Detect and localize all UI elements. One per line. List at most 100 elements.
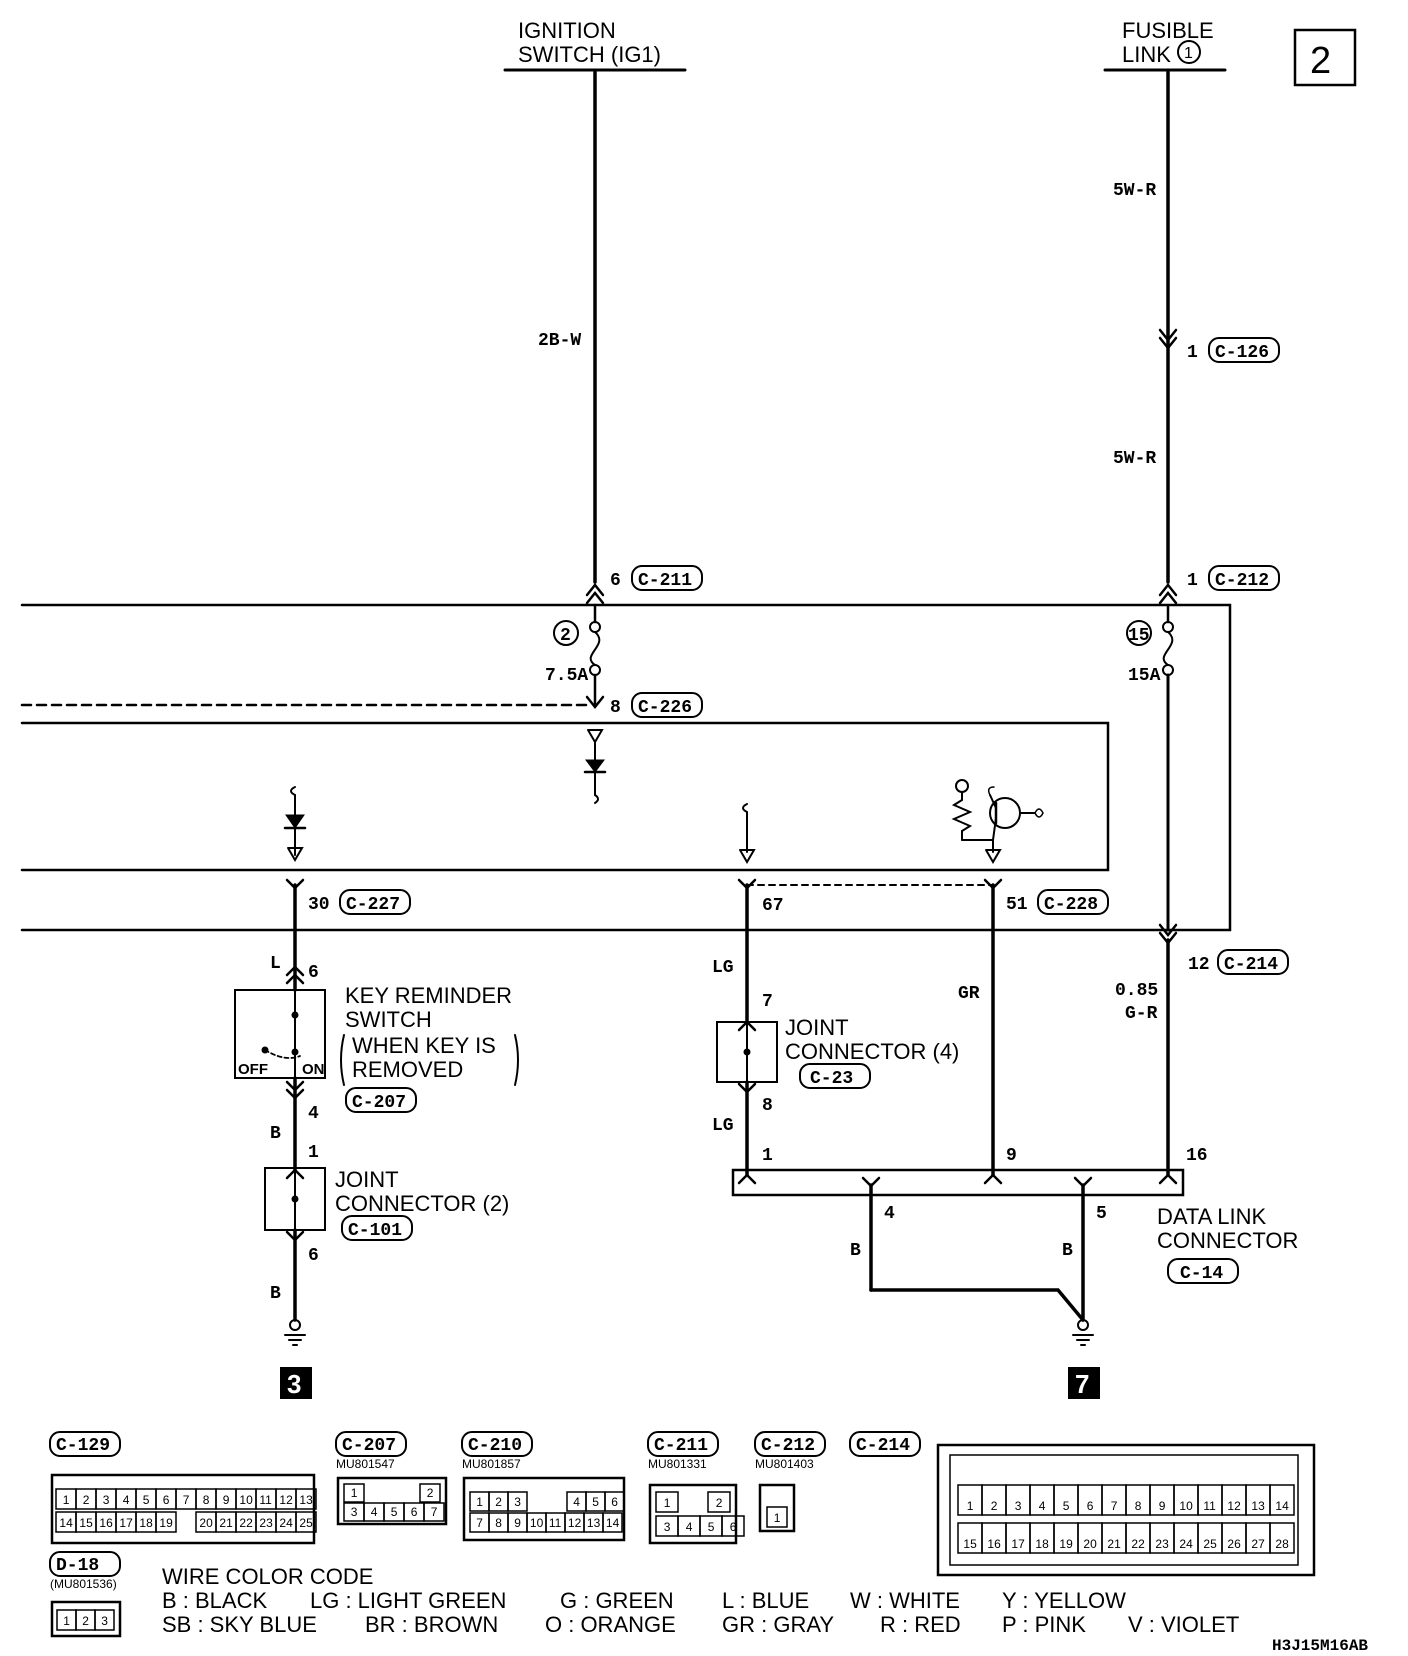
legend-part-number: MU801403 (755, 1457, 814, 1471)
pin-label: 6 (611, 1495, 618, 1509)
color-code-entry: SB : SKY BLUE (162, 1612, 317, 1637)
connector-ref-c212: C-212 (1215, 571, 1269, 591)
connector-ref-c211: C-211 (638, 571, 692, 591)
pin-label: 16 (1186, 1146, 1208, 1166)
fusible-label-2: LINK (1122, 42, 1171, 67)
wire-label-g-r: G-R (1125, 1004, 1158, 1024)
pin-label: 12 (1188, 955, 1210, 975)
legend-connector-id: D-18 (56, 1556, 99, 1576)
color-code-entry: B : BLACK (162, 1588, 267, 1613)
pin-label: 19 (1059, 1537, 1073, 1551)
pin-label: 2 (991, 1499, 998, 1513)
pin-label: 6 (1087, 1499, 1094, 1513)
wire-label-5w-r-top: 5W-R (1113, 181, 1156, 201)
ground-7-label: 7 (1075, 1369, 1089, 1399)
pin-label: 10 (239, 1493, 253, 1507)
pin-label: 7 (1111, 1499, 1118, 1513)
pin-label: 15 (79, 1516, 93, 1530)
pin-label: 18 (1035, 1537, 1049, 1551)
key-reminder-label-4: REMOVED (352, 1057, 463, 1082)
pin-label: 22 (1131, 1537, 1145, 1551)
color-code-title: WIRE COLOR CODE (162, 1564, 373, 1589)
pin-label: 9 (1159, 1499, 1166, 1513)
pin-label: 6 (610, 571, 621, 591)
pin-label: 11 (259, 1493, 272, 1507)
pin-label: 5 (708, 1520, 715, 1534)
wire-label-2b-w: 2B-W (538, 331, 581, 351)
pin-label: 26 (1227, 1537, 1241, 1551)
joint-connector-4-label-2: CONNECTOR (4) (785, 1039, 959, 1064)
legend-connector-id: C-210 (468, 1436, 522, 1456)
data-link-connector-label-1: DATA LINK (1157, 1204, 1267, 1229)
pin-label: 2 (495, 1495, 502, 1509)
pin-label: 4 (686, 1520, 693, 1534)
pin-label: 25 (1203, 1537, 1217, 1551)
joint-connector-2-label-1: JOINT (335, 1167, 399, 1192)
pin-label: 13 (1251, 1499, 1265, 1513)
pin-label: 9 (514, 1516, 521, 1530)
pin-label: 7 (183, 1493, 190, 1507)
pin-label: 3 (351, 1505, 358, 1519)
pin-label: 17 (119, 1516, 133, 1530)
pin-label: 21 (219, 1516, 233, 1530)
page-number-box (1293, 28, 1357, 87)
fuse-amperage: 15A (1128, 666, 1161, 686)
pin-label: 4 (308, 1104, 319, 1124)
legend-part-number: MU801857 (462, 1457, 521, 1471)
color-code-entry: W : WHITE (850, 1588, 960, 1613)
ground-3-label: 3 (287, 1369, 301, 1399)
legend-part-number: MU801331 (648, 1457, 707, 1471)
pin-label: 10 (1179, 1499, 1193, 1513)
color-code-entry: O : ORANGE (545, 1612, 676, 1637)
connector-ref-c214: C-214 (1224, 955, 1278, 975)
pin-label: 2 (82, 1614, 89, 1628)
pin-label: 1 (351, 1486, 358, 1500)
pin-label: 6 (163, 1493, 170, 1507)
pin-label: 9 (223, 1493, 230, 1507)
fuse-amperage: 7.5A (545, 666, 588, 686)
connector-ref-c126: C-126 (1215, 343, 1269, 363)
pin-label: 51 (1006, 895, 1028, 915)
color-code-entry: P : PINK (1002, 1612, 1086, 1637)
pin-label: 19 (159, 1516, 173, 1530)
connector-ref-c226: C-226 (638, 698, 692, 718)
pin-label: 30 (308, 895, 330, 915)
color-code-entry: BR : BROWN (365, 1612, 498, 1637)
pin-label: 8 (762, 1096, 773, 1116)
color-code-entry: LG : LIGHT GREEN (310, 1588, 506, 1613)
pin-label: 13 (587, 1516, 601, 1530)
pin-label: 1 (664, 1496, 671, 1510)
pin-label: 4 (123, 1493, 130, 1507)
pin-label: 5 (592, 1495, 599, 1509)
color-code-entry: G : GREEN (560, 1588, 674, 1613)
pin-label: 12 (568, 1516, 582, 1530)
wire-label-l: L (270, 954, 281, 974)
legend-part-number: MU801547 (336, 1457, 395, 1471)
pin-label: 7 (762, 992, 773, 1012)
pin-label: 12 (1227, 1499, 1241, 1513)
pin-label: 4 (1039, 1499, 1046, 1513)
pin-label: 17 (1011, 1537, 1025, 1551)
wire-label-lg: LG (712, 1116, 734, 1136)
pin-label: 4 (884, 1204, 895, 1224)
pin-label: 27 (1251, 1537, 1265, 1551)
wire-label-b: B (270, 1284, 281, 1304)
color-code-entry: V : VIOLET (1128, 1612, 1239, 1637)
connector-ref-c23: C-23 (810, 1069, 853, 1089)
pin-label: 6 (730, 1520, 737, 1534)
wire-label-5w-r-mid: 5W-R (1113, 449, 1156, 469)
pin-label: 1 (1187, 571, 1198, 591)
legend-connector-id: C-212 (761, 1436, 815, 1456)
color-code-entry: GR : GRAY (722, 1612, 834, 1637)
junction-block-outline (20, 603, 1232, 932)
pin-label: 24 (279, 1516, 293, 1530)
pin-label: 6 (308, 1246, 319, 1266)
pin-label: 12 (279, 1493, 293, 1507)
pin-label: 8 (495, 1516, 502, 1530)
connector-ref-c207: C-207 (352, 1093, 406, 1113)
pin-label: 14 (606, 1516, 620, 1530)
pin-label: 5 (1096, 1204, 1107, 1224)
pin-label: 20 (1083, 1537, 1097, 1551)
